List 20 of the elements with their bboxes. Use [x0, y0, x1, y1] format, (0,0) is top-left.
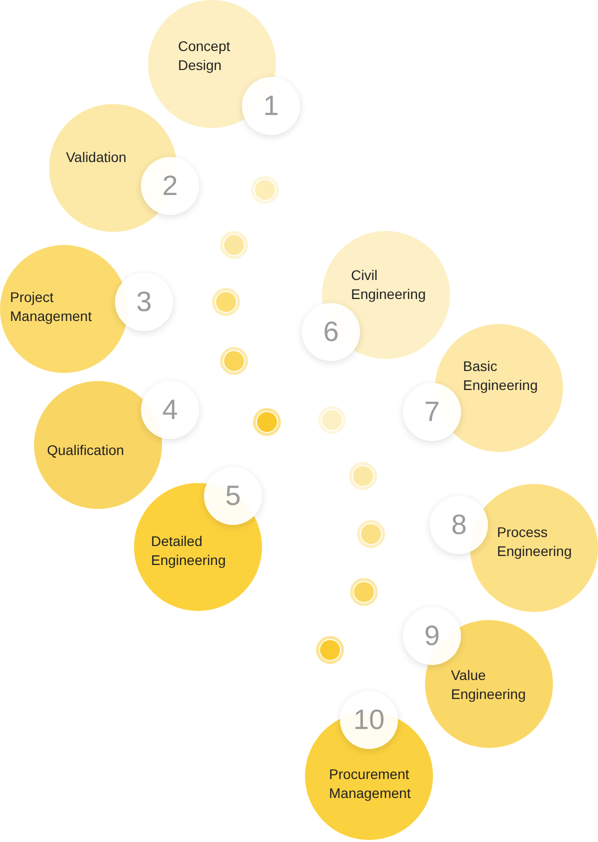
step-label: Civil Engineering	[351, 266, 427, 304]
step-number-badge: 4	[141, 381, 199, 439]
step-label: Procurement Management	[329, 765, 412, 803]
step-number-badge: 2	[141, 157, 199, 215]
step-label: Detailed Engineering	[151, 532, 227, 570]
step-label: Project Management	[10, 288, 93, 326]
step-number-badge: 7	[403, 383, 461, 441]
step-number-badge: 3	[115, 273, 173, 331]
step-number-badge: 6	[302, 303, 360, 361]
step-number-badge: 10	[340, 691, 398, 749]
step-label: Process Engineering	[497, 523, 573, 561]
step-number-badge: 5	[204, 467, 262, 525]
step-number-badge: 8	[430, 496, 488, 554]
step-number-badge: 1	[242, 77, 300, 135]
step-label: Concept Design	[178, 37, 232, 75]
step-label: Value Engineering	[451, 666, 527, 704]
step-label: Validation	[66, 148, 128, 167]
step-number-badge: 9	[403, 607, 461, 665]
step-label: Basic Engineering	[463, 357, 539, 395]
step-label: Qualification	[47, 441, 126, 460]
